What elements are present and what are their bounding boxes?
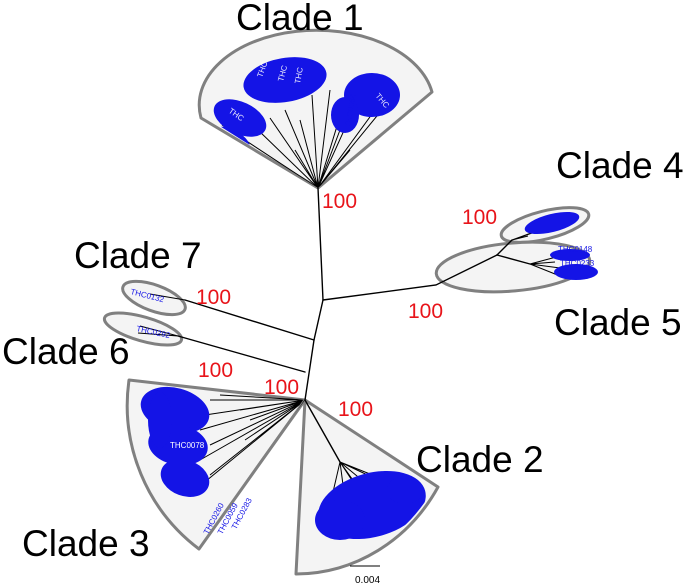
clade-4-bootstrap: 100 bbox=[462, 206, 497, 229]
clade-5-leaf-label: THC0233 bbox=[560, 259, 595, 268]
clade-5-bootstrap: 100 bbox=[408, 300, 443, 323]
branch-to-clade-6 bbox=[177, 335, 306, 373]
clade-2-bootstrap: 100 bbox=[338, 398, 373, 421]
branch-node-a bbox=[304, 299, 324, 401]
clade-6-subtree bbox=[137, 325, 179, 337]
svg-text:THC: THC bbox=[276, 64, 289, 82]
clade-3-label: Clade 3 bbox=[22, 523, 150, 564]
clade-4-subtree bbox=[511, 211, 580, 241]
branch-to-clade-2 bbox=[304, 399, 341, 463]
svg-text:THC: THC bbox=[293, 66, 305, 84]
clade-1-bootstrap: 100 bbox=[322, 190, 357, 213]
branch-to-clade-1 bbox=[317, 187, 324, 301]
clade-7-envelope bbox=[121, 279, 187, 317]
clade-6-label: Clade 6 bbox=[2, 331, 130, 372]
clade-5-leaf-label: THC0148 bbox=[558, 245, 593, 254]
clade-3-bootstrap: 100 bbox=[264, 376, 299, 399]
scale-bar: 0.004 bbox=[350, 565, 380, 586]
clade-7-subtree bbox=[149, 293, 186, 301]
branch-to-clade-4-5 bbox=[322, 254, 498, 301]
bootstrap-values: 100 100 100 100 100 100 100 bbox=[196, 190, 497, 421]
clade-1-label: Clade 1 bbox=[236, 0, 364, 38]
clade-6-bootstrap: 100 bbox=[198, 359, 233, 382]
clade-2-subtree bbox=[315, 461, 426, 540]
branch-to-clade-4 bbox=[496, 239, 513, 256]
backbone-branches bbox=[177, 187, 531, 463]
clade-5-label: Clade 5 bbox=[554, 302, 682, 343]
clade-7-label: Clade 7 bbox=[74, 235, 202, 276]
clade-7-bootstrap: 100 bbox=[196, 286, 231, 309]
branch-to-clade-5 bbox=[496, 254, 531, 265]
clade-labels: Clade 1 Clade 2 Clade 3 Clade 4 Clade 5 … bbox=[2, 0, 684, 564]
clade-3-leaf-label: THC0078 bbox=[170, 441, 205, 450]
clade-6-envelope bbox=[102, 311, 184, 347]
clade-2-label: Clade 2 bbox=[416, 439, 544, 480]
scale-bar-label: 0.004 bbox=[355, 575, 380, 586]
branch-to-clade-7 bbox=[184, 299, 315, 341]
clade-4-label: Clade 4 bbox=[556, 145, 684, 186]
clade-5-subtree bbox=[529, 249, 598, 280]
